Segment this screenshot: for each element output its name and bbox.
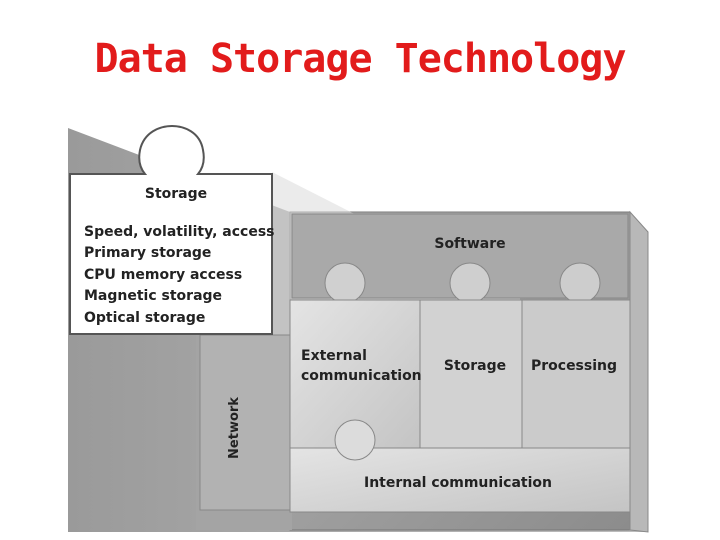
network-piece [199,334,291,511]
external-communication-label-line1: External [301,348,367,364]
callout-title: Storage [145,186,207,202]
processing-label: Processing [531,358,617,374]
puzzle-knobs [324,262,601,304]
callout-item: Optical storage [84,310,205,326]
callout-item: Magnetic storage [84,288,222,304]
internal-communication-label: Internal communication [364,475,552,491]
processing-piece [521,299,631,449]
storage-callout: Storage Speed, volatility, access Primar… [69,124,275,335]
callout-item: Speed, volatility, access [84,224,275,240]
external-communication-label-line2: communication [301,368,422,384]
callout-item: Primary storage [84,245,211,261]
storage-piece [419,299,523,449]
callout-item: CPU memory access [84,267,242,283]
storage-label: Storage [444,358,506,374]
page-title: Data Storage Technology [94,36,627,82]
software-label: Software [434,236,505,252]
software-piece [291,213,629,299]
network-label: Network [227,397,242,459]
